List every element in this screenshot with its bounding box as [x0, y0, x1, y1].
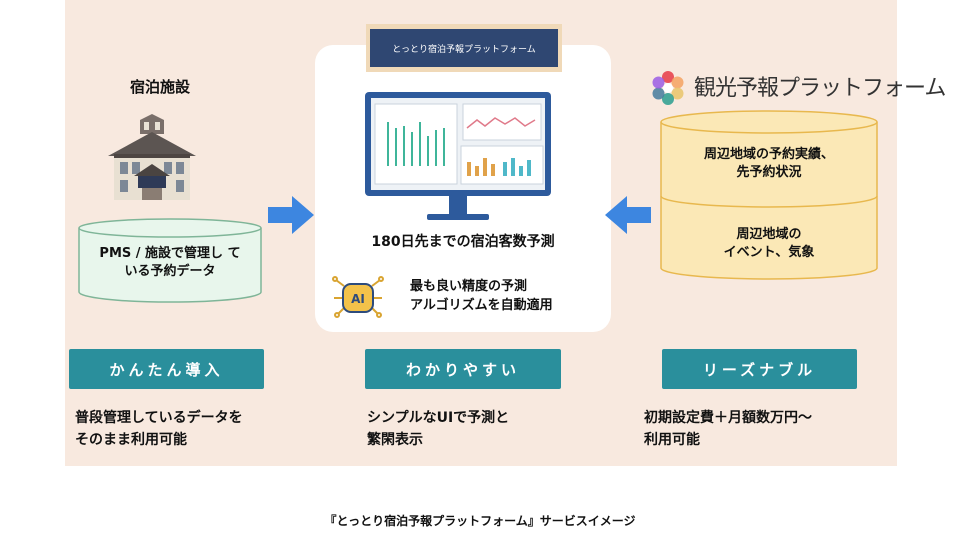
feature-easy-intro: かんたん導入 — [69, 349, 264, 389]
platform-label: とっとり宿泊予報プラットフォーム — [370, 29, 558, 67]
cylinder2-line1: 周辺地域の — [736, 227, 802, 242]
feature-easy-understand-desc: シンプルなUIで予測と 繁閑表示 — [367, 407, 509, 451]
hotel-building-icon — [108, 114, 196, 200]
reservation-data-label: PMS / 施設で管理し て いる予約データ — [78, 245, 262, 281]
arrow-right-icon — [268, 196, 314, 234]
feature2-desc-line2: 繁閑表示 — [367, 432, 423, 448]
tourism-forecast-logo — [652, 71, 684, 105]
ai-line2: アルゴリズムを自動適用 — [410, 298, 553, 313]
cylinder-left-line1: PMS / 施設で管理し て — [99, 246, 241, 261]
feature1-desc-line1: 普段管理しているデータを — [75, 410, 243, 426]
feature-easy-intro-desc: 普段管理しているデータを そのまま利用可能 — [75, 407, 243, 451]
cylinder-left-line2: いる予約データ — [124, 264, 216, 279]
ai-chip-icon: AI — [332, 276, 384, 318]
cylinder1-line1: 周辺地域の予約実績、 — [703, 147, 834, 162]
monitor-dashboard-icon — [365, 92, 551, 220]
cylinder1-line2: 先予約状況 — [736, 165, 802, 180]
feature1-desc-line2: そのまま利用可能 — [75, 432, 187, 448]
ai-description: 最も良い精度の予測 アルゴリズムを自動適用 — [410, 277, 553, 315]
regional-reservation-label: 周辺地域の予約実績、 先予約状況 — [660, 146, 878, 182]
feature-easy-understand: わかりやすい — [365, 349, 561, 389]
forecast-description: 180日先までの宿泊客数予測 — [371, 234, 555, 250]
reservation-data-cylinder — [78, 218, 262, 303]
arrow-left-icon — [605, 196, 651, 234]
regional-event-label: 周辺地域の イベント、気象 — [660, 226, 878, 262]
feature-reasonable-desc: 初期設定費＋月額数万円〜 利用可能 — [644, 407, 812, 451]
feature3-desc-line1: 初期設定費＋月額数万円〜 — [644, 410, 812, 426]
feature-reasonable: リーズナブル — [662, 349, 857, 389]
ai-badge-text: AI — [351, 292, 365, 306]
cylinder2-line2: イベント、気象 — [723, 245, 815, 260]
figure-caption: 『とっとり宿泊予報プラットフォーム』サービスイメージ — [324, 514, 636, 528]
ai-line1: 最も良い精度の予測 — [410, 279, 528, 294]
tourism-forecast-logo-text: 観光予報プラットフォーム — [694, 76, 946, 101]
regional-data-cylinder — [660, 110, 878, 280]
feature2-desc-line1: シンプルなUIで予測と — [367, 410, 510, 426]
facility-title: 宿泊施設 — [130, 78, 191, 96]
feature3-desc-line2: 利用可能 — [644, 432, 700, 448]
